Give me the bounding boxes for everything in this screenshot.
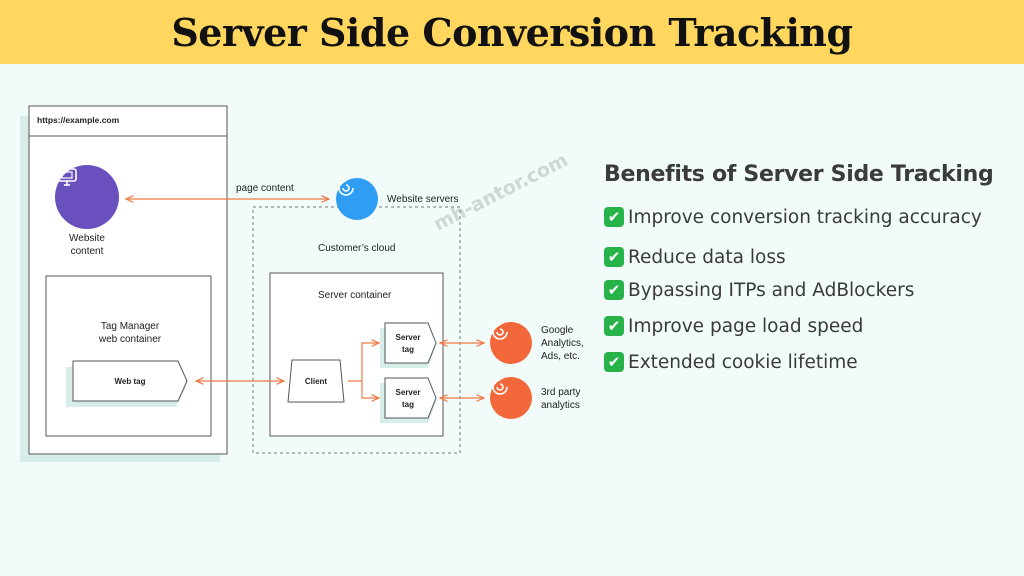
monitor-icon <box>57 168 77 186</box>
server-tag-1-shape <box>384 322 437 364</box>
client-label: Client <box>304 377 328 386</box>
website-content-label: Website content <box>69 233 105 257</box>
benefit-text: Improve conversion tracking accuracy <box>628 206 982 228</box>
title-banner: Server Side Conversion Tracking <box>0 0 1024 64</box>
diagram-canvas <box>20 105 600 462</box>
google-analytics-icon <box>490 322 532 364</box>
benefits-title: Benefits of Server Side Tracking <box>604 162 994 187</box>
benefit-item: ✔ Extended cookie lifetime <box>604 351 858 373</box>
check-icon: ✔ <box>604 247 624 267</box>
benefits-panel: Benefits of Server Side Tracking ✔ Impro… <box>604 162 1014 373</box>
client-to-server-tag-2-arrow <box>361 381 379 398</box>
third-party-analytics-label: 3rd party analytics <box>541 387 581 411</box>
website-content-icon <box>55 165 119 229</box>
benefit-text: Reduce data loss <box>628 246 786 268</box>
tracking-diagram: https://example.com Website content page… <box>0 64 600 576</box>
customers-cloud-label: Customer’s cloud <box>318 243 396 254</box>
url-label: https://example.com <box>37 115 120 125</box>
client-shape <box>287 359 345 403</box>
server-tag-2-label: Server tag <box>395 388 421 409</box>
check-icon: ✔ <box>604 352 624 372</box>
server-container-label: Server container <box>318 290 392 301</box>
web-tag-shape <box>72 360 188 402</box>
website-servers-icon <box>336 178 378 220</box>
cloud-swirl-icon <box>492 379 508 395</box>
check-icon: ✔ <box>604 207 624 227</box>
benefit-text: Improve page load speed <box>628 315 864 337</box>
benefit-item: ✔ Improve conversion tracking accuracy <box>604 206 982 228</box>
client-to-server-tag-1-arrow <box>348 343 379 382</box>
tag-manager-box <box>45 275 212 437</box>
third-party-analytics-icon <box>490 377 532 419</box>
server-tag-2-shape <box>384 377 437 419</box>
tag-manager-label: Tag Manager web container <box>98 321 162 345</box>
benefit-text: Bypassing ITPs and AdBlockers <box>628 279 915 301</box>
page-content-label: page content <box>236 183 294 194</box>
check-icon: ✔ <box>604 316 624 336</box>
check-icon: ✔ <box>604 280 624 300</box>
web-tag-label: Web tag <box>114 377 146 386</box>
website-servers-label: Website servers <box>387 194 459 205</box>
benefit-item: ✔ Reduce data loss <box>604 246 786 268</box>
google-analytics-label: Google Analytics, Ads, etc. <box>541 325 584 362</box>
server-tag-1-label: Server tag <box>395 333 421 354</box>
cloud-swirl-icon <box>338 180 354 196</box>
benefit-item: ✔ Bypassing ITPs and AdBlockers <box>604 279 914 301</box>
page-title: Server Side Conversion Tracking <box>171 9 853 55</box>
cloud-swirl-icon <box>492 324 508 340</box>
benefit-text: Extended cookie lifetime <box>628 351 858 373</box>
benefit-item: ✔ Improve page load speed <box>604 315 863 337</box>
